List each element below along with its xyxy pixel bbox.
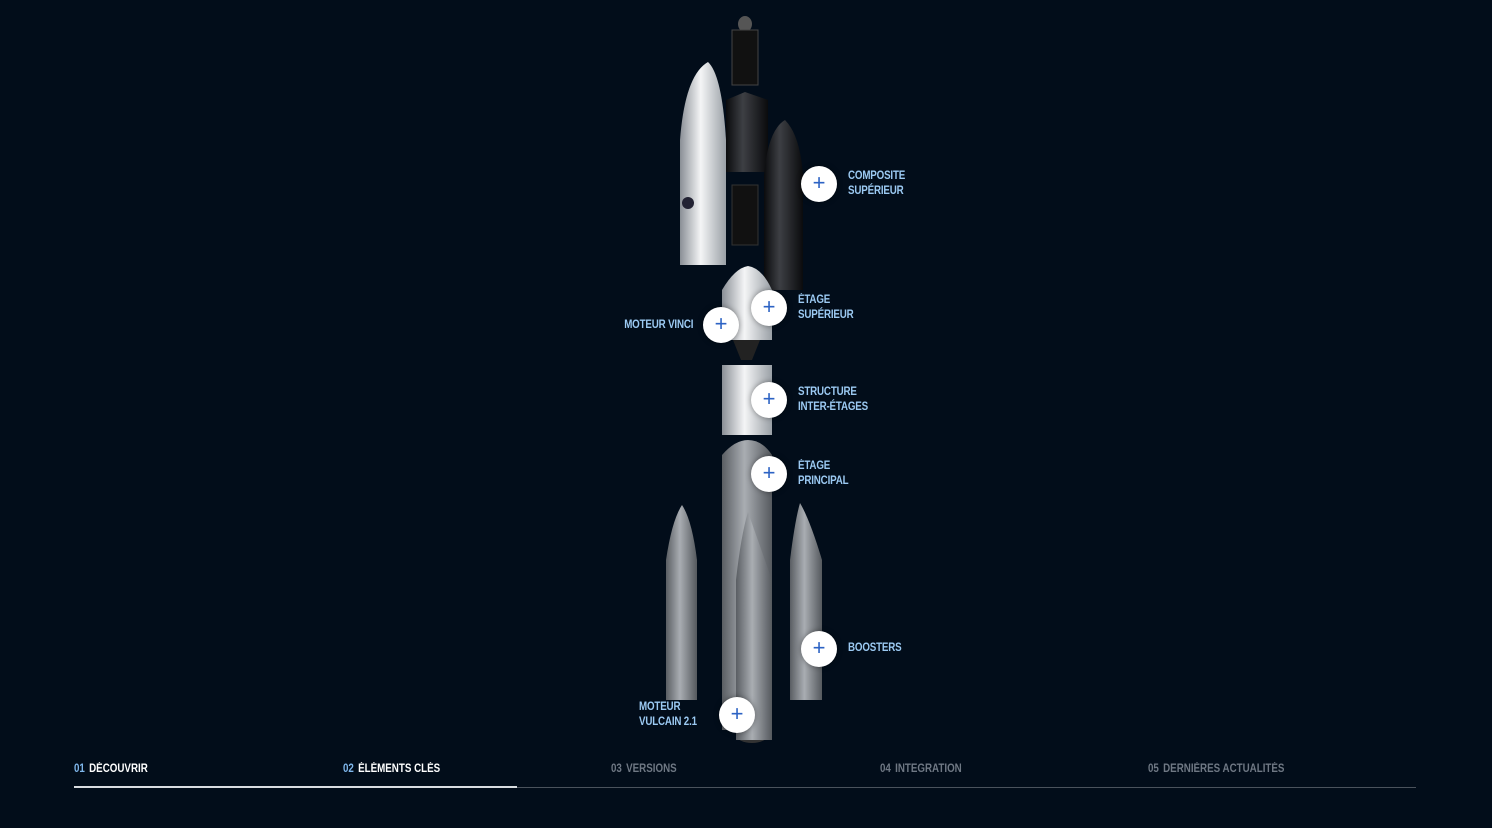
booster	[790, 503, 822, 700]
label-line: SUPÉRIEUR	[798, 309, 854, 321]
booster	[736, 512, 772, 740]
tab-label: DÉCOUVRIR	[89, 763, 148, 775]
label-line: SUPÉRIEUR	[848, 185, 904, 197]
fairing-black-half	[764, 120, 803, 290]
moteur-vulcain-button[interactable]: +	[719, 697, 755, 733]
structure-inter-etages-label[interactable]: STRUCTURE INTER-ÉTAGES	[798, 385, 868, 415]
tab-label: VERSIONS	[626, 763, 677, 775]
payload-upper	[731, 16, 759, 86]
label-line: BOOSTERS	[848, 642, 902, 654]
plus-icon: +	[762, 460, 776, 485]
tab-number: 04	[880, 763, 891, 775]
plus-icon: +	[812, 170, 826, 195]
label-line: MOTEUR VINCI	[623, 319, 693, 331]
etage-superieur-button[interactable]: +	[751, 290, 787, 326]
tab-versions[interactable]: 03 VERSIONS	[611, 763, 677, 775]
tab-number: 01	[74, 763, 85, 775]
progress-track	[74, 787, 1416, 788]
tab-number: 02	[343, 763, 354, 775]
payload-lower	[731, 184, 759, 246]
composite-superieur-button[interactable]: +	[801, 166, 837, 202]
plus-icon: +	[762, 386, 776, 411]
progress-fill	[74, 786, 517, 788]
label-line: PRINCIPAL	[798, 475, 849, 487]
tab-elements-cles[interactable]: 02 ÉLÉMENTS CLÉS	[343, 763, 440, 775]
vinci-engine	[733, 340, 760, 360]
etage-principal-button[interactable]: +	[751, 456, 787, 492]
tab-label: ÉLÉMENTS CLÉS	[358, 763, 441, 775]
rocket-exploded-view	[666, 16, 822, 743]
tab-dernieres-actualites[interactable]: 05 DERNIÈRES ACTUALITÉS	[1148, 763, 1284, 775]
moteur-vinci-label[interactable]: MOTEUR VINCI	[624, 318, 693, 333]
plus-icon: +	[812, 635, 826, 660]
label-line: ÉTAGE	[798, 460, 831, 472]
mission-patch-icon	[682, 197, 694, 209]
tab-integration[interactable]: 04 INTEGRATION	[880, 763, 962, 775]
boosters-label[interactable]: BOOSTERS	[848, 641, 902, 656]
tab-number: 05	[1148, 763, 1159, 775]
tab-label: DERNIÈRES ACTUALITÉS	[1163, 763, 1285, 775]
sylda-adapter	[726, 92, 768, 172]
tab-decouvrir[interactable]: 01 DÉCOUVRIR	[74, 763, 148, 775]
structure-inter-etages-button[interactable]: +	[751, 382, 787, 418]
composite-superieur-label[interactable]: COMPOSITE SUPÉRIEUR	[848, 169, 905, 199]
boosters-button[interactable]: +	[801, 631, 837, 667]
tab-label: INTEGRATION	[895, 763, 962, 775]
booster	[666, 505, 697, 700]
label-line: COMPOSITE	[848, 170, 906, 182]
label-line: MOTEUR	[639, 701, 681, 713]
label-line: INTER-ÉTAGES	[798, 401, 869, 413]
section-nav: 01 DÉCOUVRIR 02 ÉLÉMENTS CLÉS 03 VERSIONS 0…	[74, 763, 1416, 789]
tab-number: 03	[611, 763, 622, 775]
plus-icon: +	[762, 294, 776, 319]
label-line: STRUCTURE	[798, 386, 857, 398]
moteur-vulcain-label[interactable]: MOTEUR VULCAIN 2.1	[639, 700, 697, 730]
plus-icon: +	[730, 701, 744, 726]
moteur-vinci-button[interactable]: +	[703, 307, 739, 343]
label-line: VULCAIN 2.1	[639, 716, 697, 728]
fairing-white-half	[680, 62, 726, 265]
plus-icon: +	[714, 311, 728, 336]
label-line: ÉTAGE	[798, 294, 831, 306]
etage-superieur-label[interactable]: ÉTAGE SUPÉRIEUR	[798, 293, 854, 323]
etage-principal-label[interactable]: ÉTAGE PRINCIPAL	[798, 459, 849, 489]
